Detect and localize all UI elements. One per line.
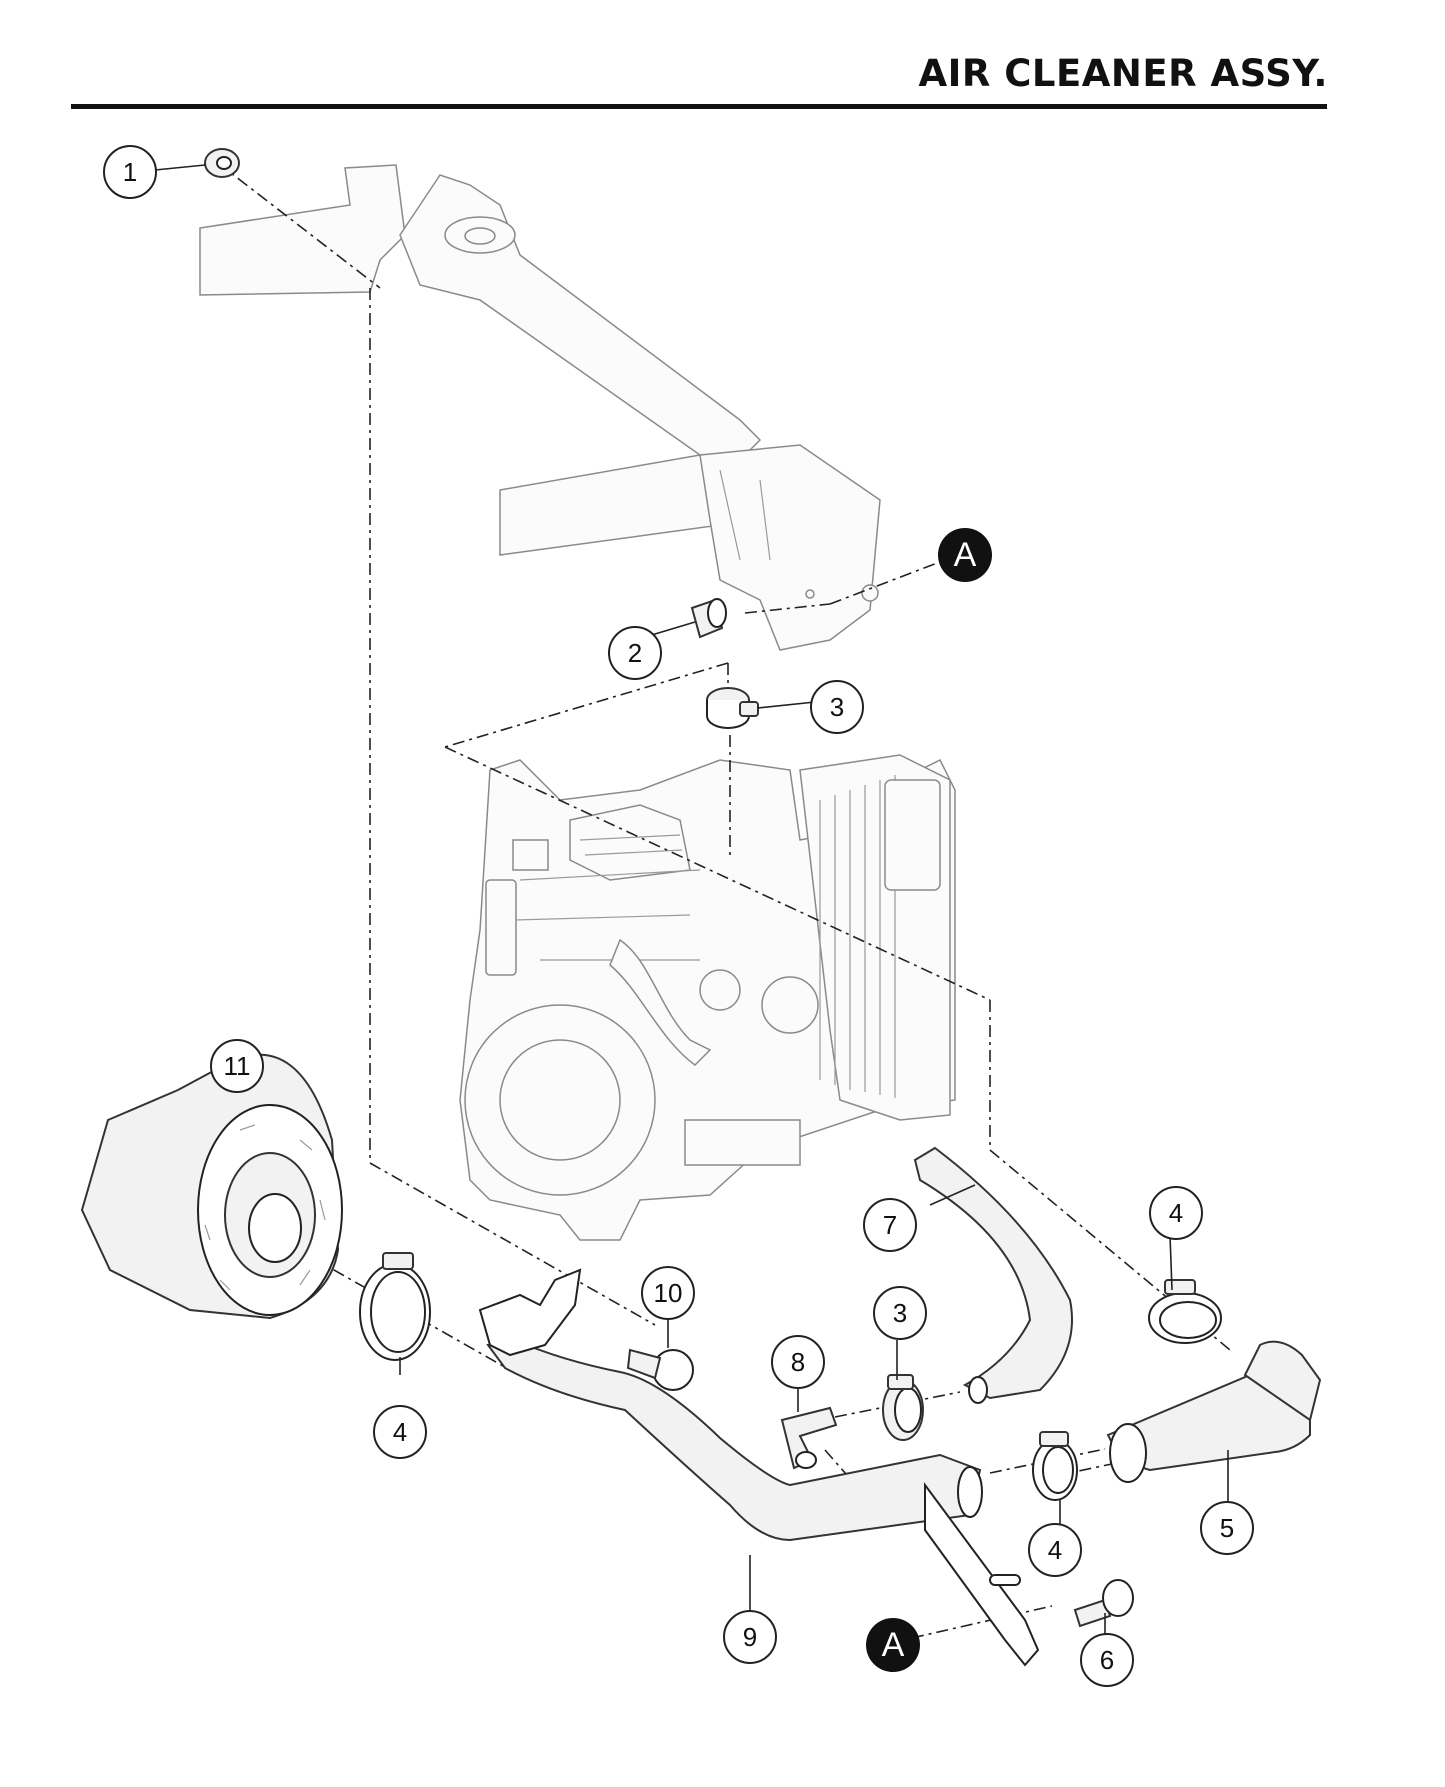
svg-text:10: 10 (654, 1278, 683, 1308)
callout-4-bottom: 4 (1028, 1523, 1082, 1577)
callout-6: 6 (1080, 1633, 1134, 1687)
callout-4-left: 4 (373, 1405, 427, 1459)
part-2-bushing (690, 598, 727, 639)
reference-marker-a-bottom: A (866, 1618, 920, 1672)
page-title: AIR CLEANER ASSY. (918, 52, 1328, 95)
callout-1: 1 (103, 145, 157, 199)
svg-text:4: 4 (1048, 1535, 1062, 1565)
callout-5: 5 (1200, 1501, 1254, 1555)
svg-text:2: 2 (628, 638, 642, 668)
svg-text:11: 11 (224, 1051, 251, 1081)
part-8-elbow-fitting (780, 1406, 838, 1470)
title-rule (71, 104, 1327, 109)
svg-text:3: 3 (830, 692, 844, 722)
callout-2: 2 (608, 626, 662, 680)
reference-marker-a-top: A (938, 528, 992, 582)
part-5-hose-elbow (1106, 1340, 1322, 1483)
part-3-clamp-bottom (882, 1374, 924, 1441)
svg-text:3: 3 (893, 1298, 907, 1328)
callout-3-top: 3 (810, 680, 864, 734)
svg-text:8: 8 (791, 1347, 805, 1377)
part-9-intake-tube (478, 1268, 1040, 1667)
callout-3-bottom: 3 (873, 1286, 927, 1340)
part-4-hose-clamp-left (359, 1252, 431, 1361)
callout-11: 11 (210, 1039, 264, 1093)
svg-text:4: 4 (393, 1417, 407, 1447)
svg-text:7: 7 (883, 1210, 897, 1240)
part-7-hose (913, 1146, 1073, 1404)
part-4-hose-clamp-bottom (1032, 1431, 1078, 1501)
callout-8: 8 (771, 1335, 825, 1389)
svg-text:5: 5 (1220, 1513, 1234, 1543)
part-10-bolt (626, 1348, 694, 1391)
part-4-hose-clamp-right (1148, 1279, 1222, 1344)
part-3-clamp-top (706, 687, 759, 729)
callout-10: 10 (641, 1266, 695, 1320)
part-11-air-cleaner (80, 1053, 343, 1320)
svg-text:1: 1 (123, 157, 137, 187)
svg-text:9: 9 (743, 1622, 757, 1652)
svg-text:A: A (954, 536, 977, 574)
callout-4-right: 4 (1149, 1186, 1203, 1240)
frame-crossmember (199, 164, 881, 651)
part-1-grommet (204, 148, 240, 178)
part-6-bolt (1073, 1579, 1134, 1628)
svg-text:6: 6 (1100, 1645, 1114, 1675)
engine-illustration (459, 754, 956, 1241)
svg-text:A: A (882, 1626, 905, 1664)
svg-text:4: 4 (1169, 1198, 1183, 1228)
callout-9: 9 (723, 1610, 777, 1664)
callout-7: 7 (863, 1198, 917, 1252)
